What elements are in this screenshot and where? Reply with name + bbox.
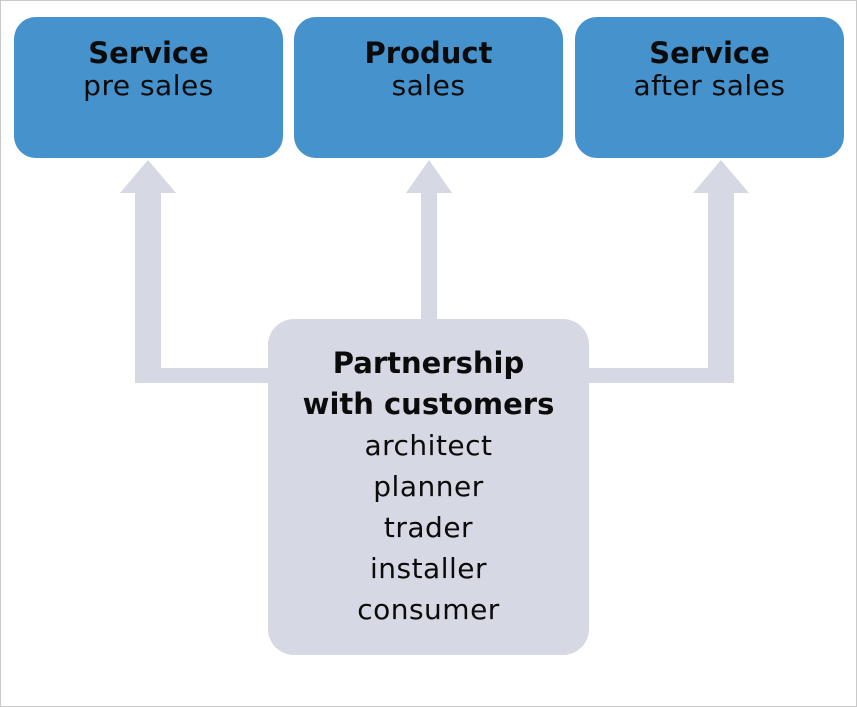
service-pre-sales-title: Service (88, 36, 209, 70)
service-pre-sales-subtitle: pre sales (83, 69, 214, 102)
arrow-to-product-sales (406, 160, 452, 321)
member-trader: trader (383, 511, 474, 544)
service-after-sales-title: Service (649, 36, 770, 70)
member-architect: architect (364, 429, 493, 462)
arrow-to-after-sales (587, 160, 749, 383)
partnership-box: Partnership with customers architect pla… (268, 319, 589, 655)
partnership-title-line1: Partnership (332, 346, 525, 380)
service-after-sales-subtitle: after sales (633, 69, 786, 102)
service-pre-sales-box: Service pre sales (14, 17, 283, 158)
member-consumer: consumer (357, 593, 500, 626)
product-sales-subtitle: sales (391, 69, 466, 102)
partnership-title-line2: with customers (302, 387, 555, 421)
product-sales-box: Product sales (294, 17, 563, 158)
service-after-sales-box: Service after sales (575, 17, 844, 158)
member-installer: installer (369, 552, 488, 585)
arrow-to-pre-sales (120, 160, 270, 383)
member-planner: planner (373, 470, 484, 503)
product-sales-title: Product (364, 36, 493, 70)
